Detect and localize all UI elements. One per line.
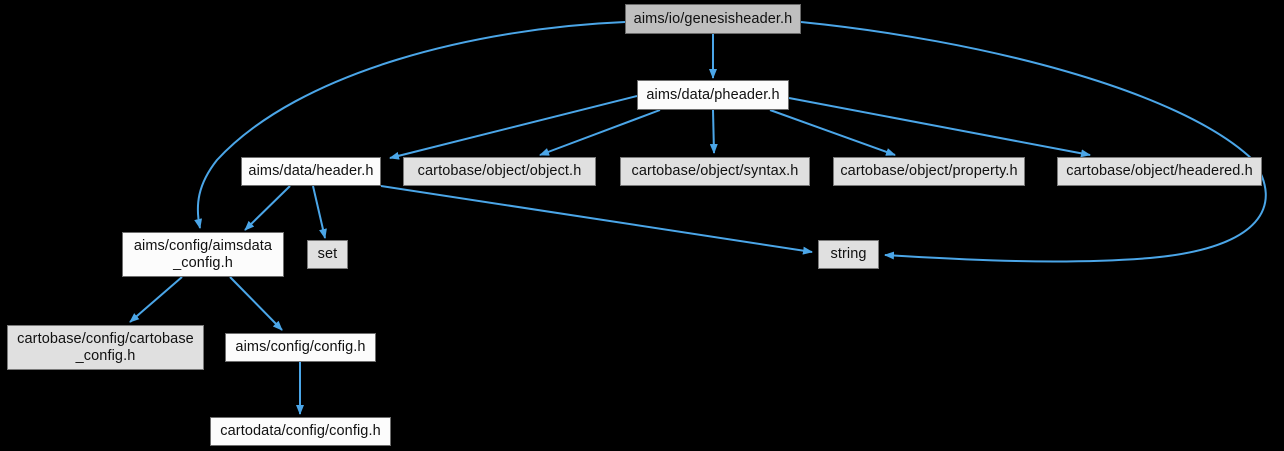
edge-header-to-set: [312, 185, 327, 239]
node-label: aims/data/pheader.h: [646, 86, 780, 103]
edge-pheader-to-syntax: [709, 109, 718, 154]
node-property[interactable]: cartobase/object/property.h: [833, 157, 1025, 186]
edge-aimsdataconfig-to-aimsconfig: [229, 276, 283, 331]
edge-pheader-to-property: [769, 109, 896, 156]
node-set[interactable]: set: [307, 240, 348, 269]
edge-pheader-to-object: [539, 109, 661, 156]
node-label: cartobase/object/object.h: [417, 163, 582, 179]
edge-genesisheader-to-string: [800, 21, 1267, 263]
edge-pheader-to-headered: [788, 97, 1091, 158]
node-pheader[interactable]: aims/data/pheader.h: [637, 80, 789, 110]
node-string[interactable]: string: [818, 240, 879, 269]
node-label: set: [317, 246, 338, 262]
node-object[interactable]: cartobase/object/object.h: [403, 157, 596, 186]
node-aimsdataconfig[interactable]: aims/config/aimsdata _config.h: [122, 232, 284, 277]
node-headered[interactable]: cartobase/object/headered.h: [1057, 157, 1262, 186]
node-label: string: [830, 246, 867, 262]
node-label: cartobase/object/syntax.h: [631, 163, 799, 179]
node-label: aims/config/aimsdata _config.h: [133, 237, 273, 271]
node-genesisheader[interactable]: aims/io/genesisheader.h: [625, 4, 801, 34]
edge-genesisheader-to-aimsdataconfig: [194, 21, 626, 229]
node-syntax[interactable]: cartobase/object/syntax.h: [620, 157, 810, 186]
node-label: aims/io/genesisheader.h: [633, 10, 793, 27]
edge-pheader-to-header: [389, 95, 638, 160]
edge-aimsdataconfig-to-cartobaseconfig: [129, 276, 183, 323]
edge-header-to-aimsdataconfig: [244, 185, 291, 231]
node-cartodataconfig[interactable]: cartodata/config/config.h: [210, 417, 391, 446]
node-label: cartodata/config/config.h: [220, 423, 381, 439]
node-header[interactable]: aims/data/header.h: [241, 157, 381, 186]
node-label: cartobase/object/property.h: [840, 163, 1018, 179]
edge-header-to-string: [380, 185, 813, 255]
node-label: aims/data/header.h: [248, 163, 374, 179]
node-aimsconfig[interactable]: aims/config/config.h: [225, 333, 376, 362]
node-label: aims/config/config.h: [235, 339, 366, 355]
node-cartobaseconfig[interactable]: cartobase/config/cartobase _config.h: [7, 325, 204, 370]
node-label: cartobase/config/cartobase _config.h: [17, 330, 194, 364]
node-label: cartobase/object/headered.h: [1066, 163, 1253, 179]
